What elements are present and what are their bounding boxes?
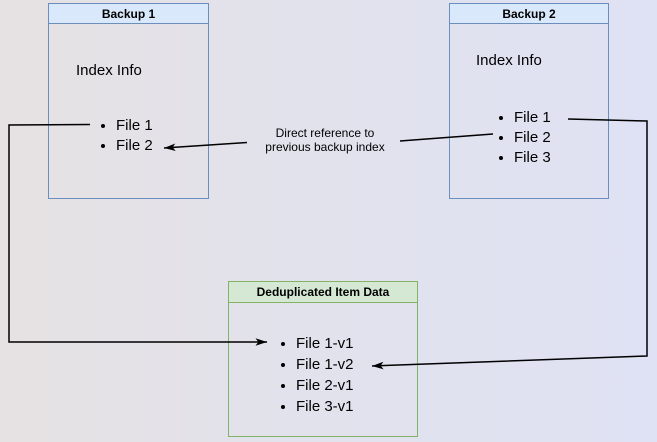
backup2-file-list: File 1 File 2 File 3 — [450, 108, 551, 168]
list-item: File 1 — [116, 116, 153, 136]
backup1-subtitle: Index Info — [76, 62, 142, 79]
list-item: File 3-v1 — [296, 396, 354, 417]
list-item: File 1-v1 — [296, 333, 354, 354]
backup1-title: Backup 1 — [49, 4, 208, 24]
list-item: File 2 — [116, 136, 153, 156]
direct-reference-label-line1: Direct reference to — [275, 126, 375, 140]
dedup-box: Deduplicated Item Data File 1-v1 File 1-… — [228, 281, 418, 437]
direct-reference-label: Direct reference to previous backup inde… — [243, 126, 407, 154]
backup1-file-list: File 1 File 2 — [49, 116, 153, 156]
list-item: File 2-v1 — [296, 375, 354, 396]
list-item: File 2 — [514, 128, 551, 148]
dedup-file-list: File 1-v1 File 1-v2 File 2-v1 File 3-v1 — [229, 333, 354, 417]
list-item: File 1-v2 — [296, 354, 354, 375]
backup2-box: Backup 2 Index Info File 1 File 2 File 3 — [449, 3, 609, 199]
backup1-box: Backup 1 Index Info File 1 File 2 — [48, 3, 209, 199]
backup2-title: Backup 2 — [450, 4, 608, 24]
direct-reference-label-line2: previous backup index — [265, 140, 385, 154]
list-item: File 3 — [514, 148, 551, 168]
list-item: File 1 — [514, 108, 551, 128]
backup2-subtitle: Index Info — [476, 52, 542, 69]
dedup-title: Deduplicated Item Data — [229, 282, 417, 303]
